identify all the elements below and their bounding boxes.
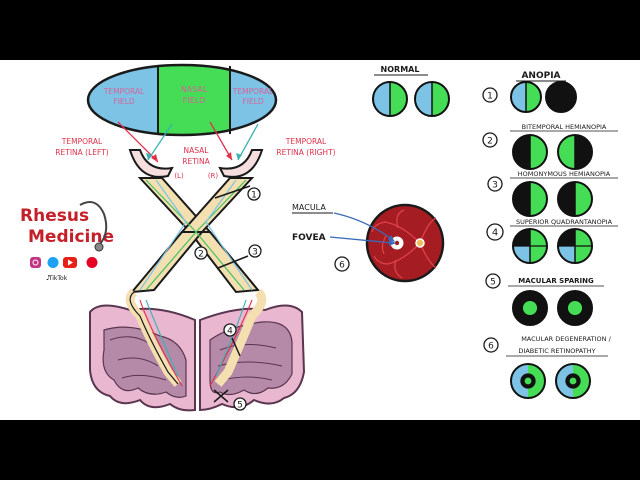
defect-label-6-line1: MACULAR DEGENERATION /: [521, 335, 611, 343]
lesion-marker-4: 4: [227, 327, 233, 337]
defect-label-3: HOMONYMOUS HEMIANOPIA: [518, 170, 611, 178]
normal-right-eye: [414, 81, 450, 117]
normal-left-eye: [372, 81, 408, 117]
bitemporal-left-eye: [512, 134, 548, 170]
macular-sparing-left-eye: [512, 290, 548, 326]
macular-sparing-right-eye: [557, 290, 593, 326]
nasal-retina-right-marker: (R): [208, 172, 219, 180]
fovea: [394, 240, 400, 246]
brand-line1: Rhesus: [20, 206, 89, 226]
lesion-markers: 1 2 3: [194, 185, 262, 269]
brand-line2: Medicine: [28, 227, 114, 247]
brain: [89, 304, 306, 412]
twitter-icon[interactable]: [47, 257, 59, 268]
nasal-field-line2: FIELD: [183, 96, 206, 105]
fundus-labels: MACULA FOVEA 6: [292, 203, 396, 272]
nasal-retina-left-marker: (L): [174, 172, 184, 180]
nasal-field-line1: NASAL: [181, 85, 208, 94]
defect-number-3: 3: [492, 181, 498, 191]
defect-number-4: 4: [492, 228, 498, 239]
degeneration-left-eye: [510, 363, 546, 399]
quadrant-left-eye: [512, 228, 548, 264]
defect-number-1: 1: [487, 92, 493, 102]
retina-labels: TEMPORAL RETINA (LEFT) NASAL RETINA (L) …: [55, 137, 335, 180]
degeneration-right-eye: [555, 363, 591, 399]
lesion-marker-5: 5: [237, 401, 243, 411]
temporal-retina-left-line2: RETINA (LEFT): [55, 148, 108, 157]
defect-number-6: 6: [488, 342, 494, 352]
fundus: [365, 203, 445, 283]
optic-tracts: [125, 288, 267, 387]
eye-field-circles: [372, 81, 593, 399]
macula-label: MACULA: [292, 203, 326, 212]
defect-number-2: 2: [487, 137, 493, 147]
eyes: [128, 149, 264, 178]
lesion-marker-1: 1: [251, 191, 257, 201]
pinterest-icon[interactable]: [86, 257, 98, 268]
lesion-marker-2: 2: [198, 250, 204, 260]
bitemporal-right-eye: [557, 134, 593, 170]
stethoscope-icon: [79, 201, 108, 245]
stethoscope-head-icon: [94, 242, 104, 252]
temporal-field-left-line2: FIELD: [113, 97, 134, 106]
defect-number-5: 5: [490, 278, 496, 288]
lesion-marker-3: 3: [252, 248, 258, 258]
homonymous-left-eye: [512, 181, 548, 217]
defect-label-2: BITEMPORAL HEMIANOPIA: [522, 123, 607, 131]
temporal-field-right-line2: FIELD: [242, 97, 263, 106]
optic-disc: [415, 238, 425, 248]
homonymous-right-eye: [557, 181, 593, 217]
anopia-right-eye: [545, 81, 577, 113]
nasal-retina-line1: NASAL: [184, 146, 210, 155]
light-rays: [117, 121, 259, 163]
fovea-label: FOVEA: [292, 233, 326, 243]
tiktok-icon: ♪: [46, 274, 50, 282]
temporal-retina-right-line2: RETINA (RIGHT): [276, 148, 335, 157]
lesion-markers-brain: 4 5: [213, 323, 247, 411]
temporal-retina-left-line1: TEMPORAL: [61, 137, 103, 146]
nasal-retina-line2: RETINA: [182, 157, 210, 166]
quadrant-right-eye: [557, 228, 593, 264]
temporal-retina-right-line1: TEMPORAL: [285, 137, 327, 146]
brand-logo: Rhesus Medicine TikTok ♪: [20, 201, 114, 282]
normal-label: NORMAL: [381, 65, 420, 74]
defect-label-6-line2: DIABETIC RETINOPATHY: [518, 347, 595, 355]
anopia-left-eye: [510, 81, 542, 113]
temporal-field-left-line1: TEMPORAL: [103, 87, 145, 96]
visual-field: TEMPORAL FIELD NASAL FIELD TEMPORAL FIEL…: [86, 63, 278, 137]
defect-label-1: ANOPIA: [521, 71, 560, 81]
instagram-icon[interactable]: [30, 257, 41, 268]
visual-field-defects: 1 ANOPIA 2 BITEMPORAL HEMIANOPIA 3 HOMON…: [482, 71, 618, 357]
normal-field: NORMAL: [374, 65, 428, 76]
temporal-field-right-line1: TEMPORAL: [232, 87, 274, 96]
tiktok-label[interactable]: TikTok: [48, 275, 68, 282]
defect-label-5: MACULAR SPARING: [518, 277, 594, 285]
defect-label-4: SUPERIOR QUADRANTANOPIA: [516, 218, 613, 226]
fundus-marker-6: 6: [339, 261, 345, 271]
